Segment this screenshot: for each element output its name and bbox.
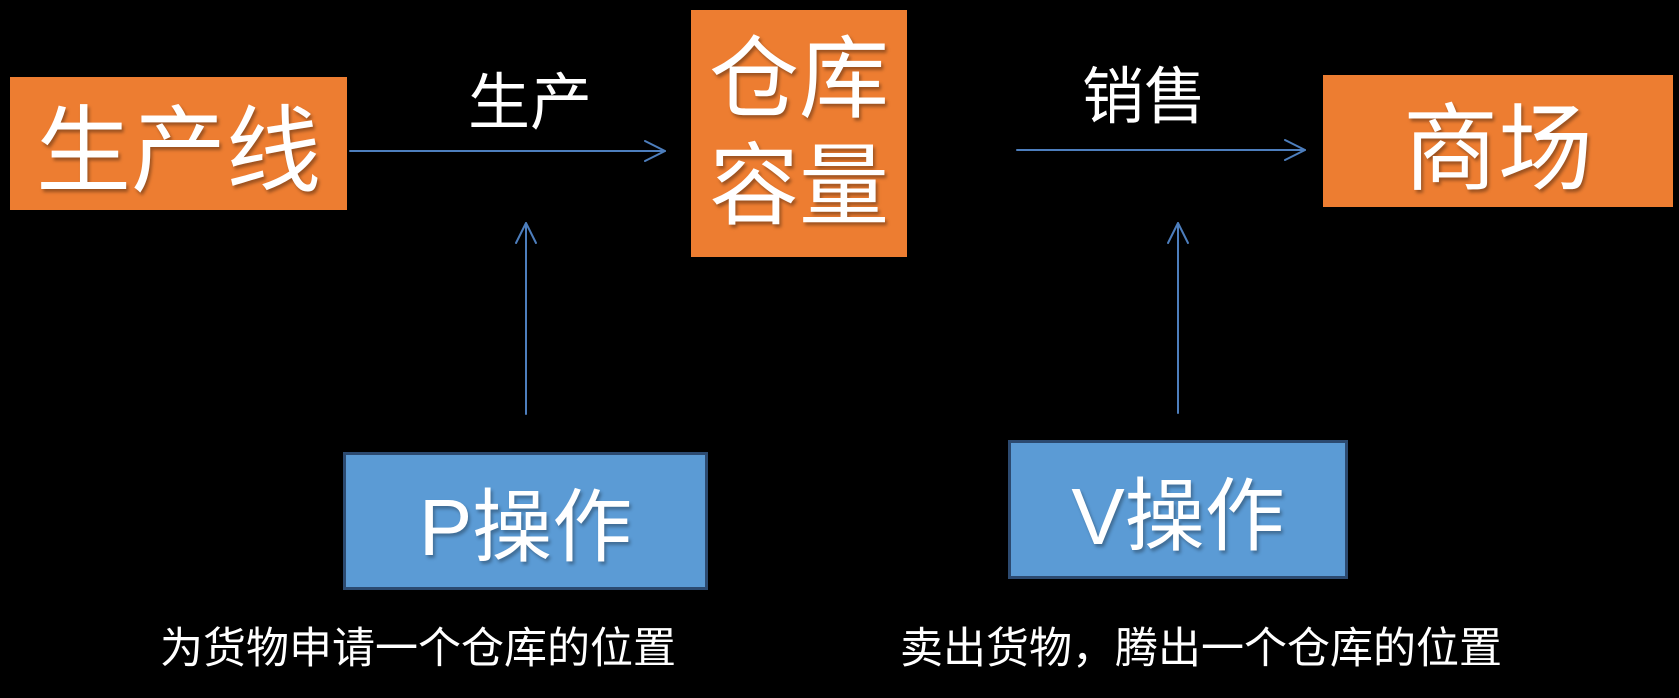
warehouse-capacity-label-line2: 容量 xyxy=(709,136,889,237)
warehouse-capacity-label-line1: 仓库 xyxy=(709,30,889,131)
v-operation-label: V操作 xyxy=(1071,471,1285,561)
produce-arrow xyxy=(349,140,666,162)
p-operation-node: P操作 xyxy=(343,452,708,590)
sell-arrow xyxy=(1016,139,1306,161)
p-operation-label: P操作 xyxy=(418,483,633,572)
p-operation-caption: 为货物申请一个仓库的位置 xyxy=(160,625,676,673)
v-up-arrow xyxy=(1167,222,1189,414)
mall-node: 商场 xyxy=(1323,75,1673,207)
mall-label: 商场 xyxy=(1402,96,1593,203)
sell-arrow-label: 销售 xyxy=(1081,63,1206,132)
production-line-label: 生产线 xyxy=(35,99,321,205)
v-operation-caption: 卖出货物，腾出一个仓库的位置 xyxy=(900,625,1502,673)
p-up-arrow xyxy=(515,222,537,415)
production-line-node: 生产线 xyxy=(10,77,347,210)
v-operation-node: V操作 xyxy=(1008,440,1348,579)
produce-arrow-label: 生产 xyxy=(467,69,592,138)
warehouse-capacity-node: 仓库 容量 xyxy=(691,10,907,257)
